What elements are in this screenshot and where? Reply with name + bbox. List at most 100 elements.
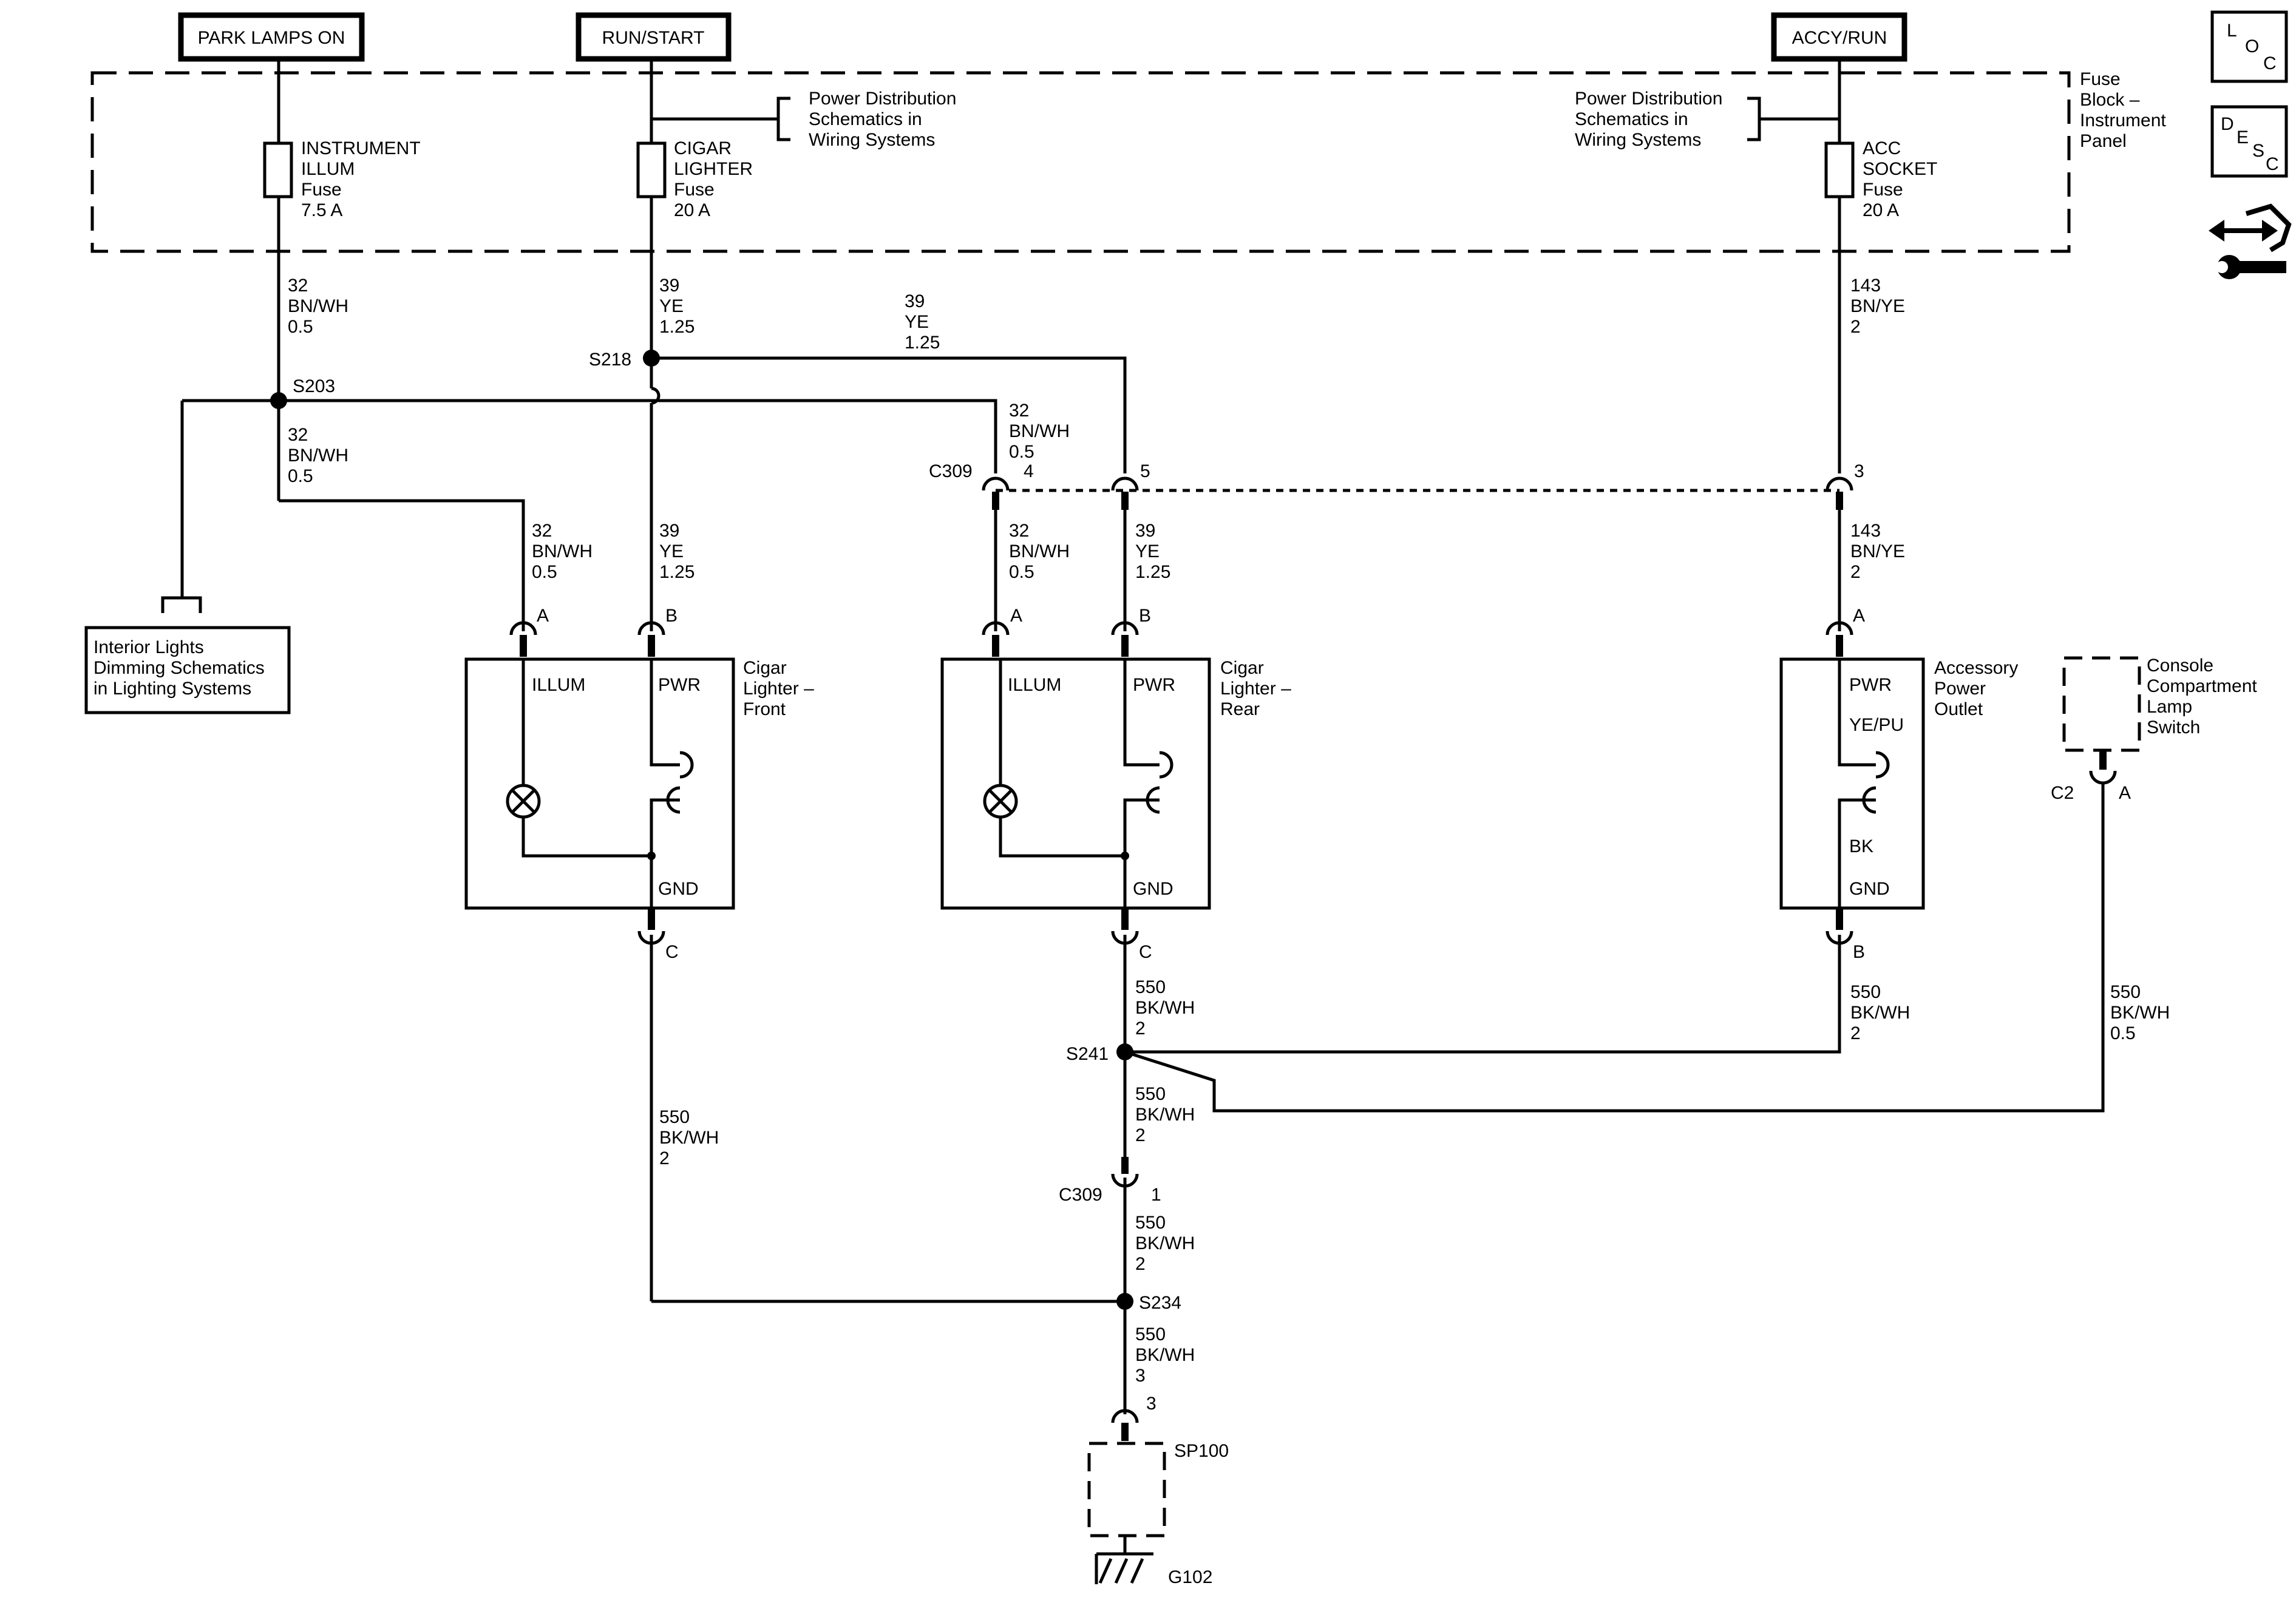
svg-text:1.25: 1.25	[659, 317, 695, 337]
svg-text:CIGAR: CIGAR	[674, 138, 732, 158]
svg-text:32: 32	[288, 425, 308, 445]
svg-text:Lighter –: Lighter –	[1220, 679, 1291, 699]
svg-text:BK/WH: BK/WH	[1135, 1233, 1195, 1253]
svg-text:BN/WH: BN/WH	[532, 541, 593, 561]
svg-text:Wiring Systems: Wiring Systems	[809, 130, 935, 150]
svg-text:PWR: PWR	[658, 675, 701, 695]
svg-text:32: 32	[288, 276, 308, 296]
svg-text:Cigar: Cigar	[1220, 658, 1264, 678]
splice-s234-label: S234	[1139, 1293, 1181, 1313]
svg-text:Lighter –: Lighter –	[743, 679, 814, 699]
svg-text:Outlet: Outlet	[1934, 699, 1983, 719]
svg-text:Instrument: Instrument	[2080, 110, 2166, 131]
svg-text:BK/WH: BK/WH	[659, 1128, 719, 1148]
header-accy-run: ACCY/RUN	[1771, 12, 1907, 62]
svg-text:BK/WH: BK/WH	[2110, 1003, 2170, 1023]
svg-text:2: 2	[1850, 562, 1861, 582]
component-connectors	[509, 621, 2117, 1441]
splice-s218-label: S218	[589, 350, 631, 370]
splice-s241	[1116, 1043, 1133, 1060]
svg-text:Power Distribution: Power Distribution	[1575, 89, 1722, 109]
loc-c: C	[2263, 53, 2277, 73]
svg-text:ACC: ACC	[1863, 138, 1901, 158]
svg-text:Rear: Rear	[1220, 699, 1260, 719]
svg-text:39: 39	[659, 276, 679, 296]
svg-text:PWR: PWR	[1133, 675, 1175, 695]
header-park-lamps-label: PARK LAMPS ON	[198, 28, 345, 48]
svg-text:39: 39	[1135, 521, 1155, 541]
svg-text:GND: GND	[658, 879, 699, 899]
svg-text:550: 550	[1135, 1324, 1166, 1344]
pin-rear-a: A	[1010, 606, 1022, 626]
loc-button[interactable]: L O C	[2210, 10, 2288, 83]
svg-text:Power: Power	[1934, 679, 1986, 699]
pin-rear-c: C	[1139, 942, 1152, 962]
svg-text:YE: YE	[659, 296, 684, 316]
svg-text:BK/WH: BK/WH	[1135, 998, 1195, 1018]
component-accessory-power-outlet-label: Accessory Power Outlet	[1934, 658, 2018, 719]
fuse-instrument-illum-label: INSTRUMENT ILLUM Fuse 7.5 A	[301, 138, 421, 220]
svg-text:YE/PU: YE/PU	[1849, 715, 1904, 735]
svg-text:143: 143	[1850, 521, 1881, 541]
fuse-acc-socket-label: ACC SOCKET Fuse 20 A	[1863, 138, 1937, 220]
svg-text:ILLUM: ILLUM	[301, 159, 355, 179]
svg-text:BN/WH: BN/WH	[288, 296, 348, 316]
svg-text:0.5: 0.5	[1009, 562, 1034, 582]
pin-c309-3: 3	[1854, 461, 1864, 481]
ref-power-distribution-right[interactable]: Power Distribution Schematics in Wiring …	[1575, 89, 1761, 150]
component-cigar-lighter-front-label: Cigar Lighter – Front	[743, 658, 814, 719]
tools-icon[interactable]	[2209, 203, 2292, 279]
connector-c309-pins	[982, 476, 1853, 510]
svg-text:1.25: 1.25	[905, 333, 940, 353]
header-park-lamps: PARK LAMPS ON	[178, 12, 365, 62]
svg-text:0.5: 0.5	[1009, 442, 1034, 462]
connector-c309-bottom-label: C309	[1059, 1185, 1102, 1205]
svg-text:20 A: 20 A	[1863, 200, 1899, 220]
loc-l: L	[2227, 21, 2237, 41]
svg-text:Panel: Panel	[2080, 131, 2127, 151]
desc-button[interactable]: D E S C	[2210, 105, 2288, 178]
pin-front-b: B	[665, 606, 678, 626]
svg-text:BK/WH: BK/WH	[1135, 1105, 1195, 1125]
ref-power-distribution-left[interactable]: Power Distribution Schematics in Wiring …	[776, 89, 956, 150]
svg-text:GND: GND	[1849, 879, 1890, 899]
svg-text:Console: Console	[2147, 656, 2213, 676]
splice-s203-label: S203	[293, 376, 335, 396]
wires	[180, 59, 2105, 1414]
svg-text:Lamp: Lamp	[2147, 697, 2192, 717]
svg-text:0.5: 0.5	[2110, 1023, 2136, 1043]
ref-interior-lights[interactable]: Interior Lights Dimming Schematics in Li…	[84, 596, 291, 714]
header-run-start: RUN/START	[576, 12, 732, 62]
ground-g102	[1095, 1536, 1153, 1584]
svg-text:BK/WH: BK/WH	[1850, 1003, 1910, 1023]
fuse-block-outline	[90, 71, 2071, 253]
component-console-lamp-switch: Console Compartment Lamp Switch	[2062, 656, 2257, 752]
splice-s203	[270, 392, 287, 409]
splice-s218	[643, 350, 660, 367]
pin-front-a: A	[537, 606, 549, 626]
svg-text:BN/WH: BN/WH	[1009, 541, 1070, 561]
fuse-acc-socket	[1824, 141, 1855, 198]
svg-text:Switch: Switch	[2147, 717, 2200, 737]
splice-s241-label: S241	[1066, 1044, 1109, 1064]
pin-sp100-3: 3	[1146, 1394, 1156, 1414]
connector-c309-top-label: C309	[929, 461, 973, 481]
svg-text:Accessory: Accessory	[1934, 658, 2018, 678]
fuse-cigar-lighter-label: CIGAR LIGHTER Fuse 20 A	[674, 138, 753, 220]
svg-text:ILLUM: ILLUM	[532, 675, 585, 695]
svg-text:2: 2	[1850, 1023, 1861, 1043]
pin-rear-b: B	[1139, 606, 1151, 626]
